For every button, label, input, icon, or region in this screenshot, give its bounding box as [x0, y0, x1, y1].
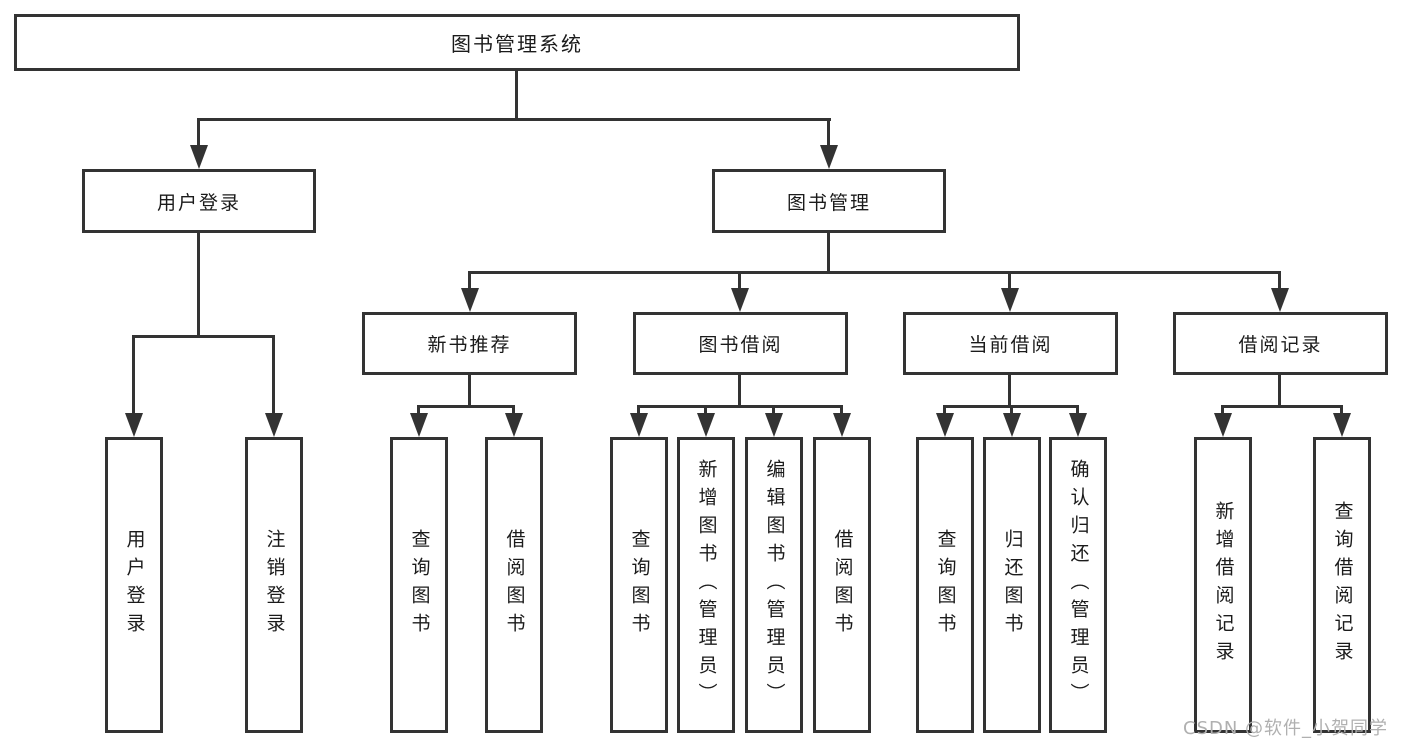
edge-to-current-query	[943, 405, 946, 417]
leaf-user-login: 用户登录	[105, 437, 163, 733]
leaf-borrow-add-book-label: 新增图书（管理员）	[695, 459, 718, 711]
edge-root-bar	[197, 118, 831, 121]
arrow-borrow-record	[1271, 288, 1289, 312]
leaf-current-return-book-label: 归还图书	[1001, 529, 1024, 641]
edge-to-current-return	[1010, 405, 1013, 417]
arrow-new-book-recommend	[461, 288, 479, 312]
edge-recommend-stem	[468, 375, 471, 408]
edge-to-borrow-borrow	[840, 405, 843, 417]
edge-root-to-user-login	[197, 118, 200, 150]
arrow-borrow-edit	[765, 413, 783, 437]
arrow-current-borrow	[1001, 288, 1019, 312]
leaf-current-confirm-return: 确认归还（管理员）	[1049, 437, 1107, 733]
edge-to-borrow-query	[637, 405, 640, 417]
leaf-record-add-record: 新增借阅记录	[1194, 437, 1252, 733]
leaf-borrow-query-book: 查询图书	[610, 437, 668, 733]
edge-borrow-bar	[637, 405, 843, 408]
edge-to-recommend-borrow	[512, 405, 515, 417]
edge-to-borrow-record	[1278, 271, 1281, 292]
leaf-recommend-query-book-label: 查询图书	[408, 529, 431, 641]
leaf-record-query-record: 查询借阅记录	[1313, 437, 1371, 733]
arrow-leaf-logout	[265, 413, 283, 437]
edge-to-borrow-edit	[772, 405, 775, 417]
node-user-login: 用户登录	[82, 169, 316, 233]
edge-record-stem	[1278, 375, 1281, 408]
edge-borrow-stem	[738, 375, 741, 408]
arrow-borrow-add	[697, 413, 715, 437]
edge-to-current-confirm	[1076, 405, 1079, 417]
leaf-logout: 注销登录	[245, 437, 303, 733]
edge-root-to-book-management	[827, 118, 830, 150]
node-system-root: 图书管理系统	[14, 14, 1020, 71]
csdn-watermark: CSDN @软件_小贺同学	[1183, 718, 1389, 739]
arrow-record-add	[1214, 413, 1232, 437]
leaf-record-add-record-label: 新增借阅记录	[1212, 501, 1235, 669]
arrow-book-borrow	[731, 288, 749, 312]
edge-current-stem	[1008, 375, 1011, 408]
leaf-borrow-edit-book: 编辑图书（管理员）	[745, 437, 803, 733]
arrow-record-query	[1333, 413, 1351, 437]
node-book-management-label: 图书管理	[786, 191, 871, 214]
node-borrow-record-label: 借阅记录	[1238, 334, 1323, 356]
leaf-user-login-label: 用户登录	[123, 529, 146, 641]
leaf-borrow-borrow-book-label: 借阅图书	[831, 529, 854, 641]
arrow-leaf-user-login	[125, 413, 143, 437]
leaf-borrow-add-book: 新增图书（管理员）	[677, 437, 735, 733]
arrow-borrow-query	[630, 413, 648, 437]
arrow-recommend-borrow	[505, 413, 523, 437]
node-book-borrow-label: 图书借阅	[698, 334, 783, 356]
leaf-current-query-book: 查询图书	[916, 437, 974, 733]
arrow-user-login	[190, 145, 208, 169]
edge-to-leaf-user-login	[132, 335, 135, 416]
leaf-logout-label: 注销登录	[263, 529, 286, 641]
edge-record-bar	[1221, 405, 1343, 408]
edge-to-recommend-query	[417, 405, 420, 417]
edge-book-management-stem	[827, 233, 830, 274]
edge-to-new-book-recommend	[468, 271, 471, 292]
leaf-borrow-query-book-label: 查询图书	[628, 529, 651, 641]
edge-root-stem	[515, 71, 518, 120]
node-current-borrow-label: 当前借阅	[968, 334, 1053, 356]
edge-user-login-bar	[132, 335, 275, 338]
edge-recommend-bar	[417, 405, 515, 408]
edge-book-management-bar	[468, 271, 1281, 274]
edge-to-record-add	[1221, 405, 1224, 417]
edge-to-current-borrow	[1008, 271, 1011, 292]
node-current-borrow: 当前借阅	[903, 312, 1118, 375]
edge-to-record-query	[1340, 405, 1343, 417]
leaf-borrow-edit-book-label: 编辑图书（管理员）	[763, 459, 786, 711]
node-book-borrow: 图书借阅	[633, 312, 848, 375]
leaf-current-return-book: 归还图书	[983, 437, 1041, 733]
arrow-current-return	[1003, 413, 1021, 437]
leaf-recommend-borrow-book-label: 借阅图书	[503, 529, 526, 641]
node-book-management: 图书管理	[712, 169, 946, 233]
edge-to-borrow-add	[704, 405, 707, 417]
leaf-current-query-book-label: 查询图书	[934, 529, 957, 641]
edge-user-login-stem	[197, 233, 200, 338]
edge-to-book-borrow	[738, 271, 741, 292]
node-user-login-label: 用户登录	[156, 191, 241, 214]
leaf-recommend-borrow-book: 借阅图书	[485, 437, 543, 733]
arrow-book-management	[820, 145, 838, 169]
leaf-current-confirm-return-label: 确认归还（管理员）	[1067, 459, 1090, 711]
node-new-book-recommend-label: 新书推荐	[427, 334, 512, 356]
leaf-record-query-record-label: 查询借阅记录	[1331, 501, 1354, 669]
arrow-borrow-borrow	[833, 413, 851, 437]
leaf-borrow-borrow-book: 借阅图书	[813, 437, 871, 733]
arrow-recommend-query	[410, 413, 428, 437]
node-system-root-label: 图书管理系统	[451, 32, 583, 56]
arrow-current-confirm	[1069, 413, 1087, 437]
edge-to-leaf-logout	[272, 335, 275, 416]
node-borrow-record: 借阅记录	[1173, 312, 1388, 375]
arrow-current-query	[936, 413, 954, 437]
node-new-book-recommend: 新书推荐	[362, 312, 577, 375]
leaf-recommend-query-book: 查询图书	[390, 437, 448, 733]
